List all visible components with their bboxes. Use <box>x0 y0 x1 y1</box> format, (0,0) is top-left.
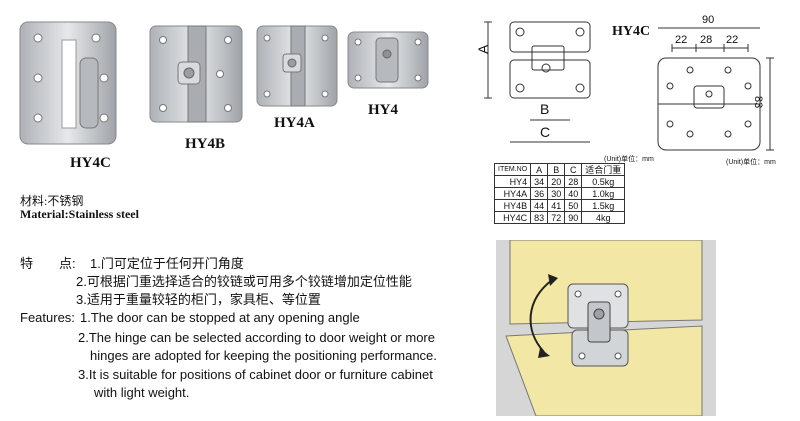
table-cell: 44 <box>530 199 549 212</box>
spec-table: ITEM.NO A B C 适合门重 HY4 34 20 28 0.5kg HY… <box>493 163 626 224</box>
table-cell: 4kg <box>581 211 626 224</box>
model-label-hy4a: HY4A <box>274 115 315 131</box>
feature-en-3b: with light weight. <box>94 385 190 400</box>
model-label-hy4c: HY4C <box>70 155 111 171</box>
feature-cn-3: 3.适用于重量较轻的柜门，家具柜、等位置 <box>76 292 321 307</box>
hinge-photo-hy4a <box>256 25 338 107</box>
features-cn-lead: 特 点: <box>20 256 76 271</box>
dim-seg-3: 22 <box>726 34 739 46</box>
table-cell: HY4A <box>493 187 532 200</box>
feature-en-2b: hinges are adopted for keeping the posit… <box>90 348 437 363</box>
table-header-row: ITEM.NO A B C 适合门重 <box>493 163 626 176</box>
table-cell: 1.5kg <box>581 199 626 212</box>
dim-seg-2: 28 <box>700 34 713 46</box>
table-cell: HY4B <box>493 199 532 212</box>
table-cell: 34 <box>530 175 549 188</box>
drawing-unit: (Unit)单位：mm <box>726 159 776 166</box>
table-row: HY4 34 20 28 0.5kg <box>493 175 626 188</box>
table-cell: HY4C <box>493 211 532 224</box>
table-cell: 90 <box>564 211 583 224</box>
dim-height: 83 <box>752 96 764 109</box>
table-unit: (Unit)单位：mm <box>604 156 654 163</box>
dim-label-b: B <box>540 101 550 117</box>
feature-en-2: 2.The hinge can be selected according to… <box>78 330 435 345</box>
feature-en-3: 3.It is suitable for positions of cabine… <box>78 367 433 382</box>
features-en-lead: Features: <box>20 310 75 325</box>
table-cell: 72 <box>547 211 566 224</box>
table-row: HY4C 83 72 90 4kg <box>493 211 626 224</box>
table-cell: 50 <box>564 199 583 212</box>
table-cell: 20 <box>547 175 566 188</box>
table-cell: 36 <box>530 187 549 200</box>
header-cell: C <box>564 163 583 176</box>
table-row: HY4A 36 30 40 1.0kg <box>493 187 626 200</box>
material-en: Material:Stainless steel <box>20 207 139 221</box>
feature-en-1: 1.The door can be stopped at any opening… <box>80 310 360 325</box>
table-row: HY4B 44 41 50 1.5kg <box>493 199 626 212</box>
table-cell: 83 <box>530 211 549 224</box>
table-cell: HY4 <box>493 175 532 188</box>
header-cell: B <box>547 163 566 176</box>
table-cell: 30 <box>547 187 566 200</box>
dim-label-a: A <box>475 44 491 54</box>
hinge-photo-hy4b <box>149 25 243 123</box>
dimension-drawing-abc <box>484 21 591 143</box>
dim-label-c: C <box>540 124 551 140</box>
model-label-hy4b: HY4B <box>185 136 226 152</box>
header-cell: ITEM.NO <box>493 163 532 176</box>
table-cell: 0.5kg <box>581 175 626 188</box>
model-label-hy4: HY4 <box>368 102 398 118</box>
header-cell: A <box>530 163 549 176</box>
hinge-photo-hy4c <box>19 21 117 145</box>
dim-seg-1: 22 <box>675 34 688 46</box>
hinge-photo-hy4 <box>347 31 429 89</box>
table-cell: 40 <box>564 187 583 200</box>
installation-illustration <box>496 240 716 416</box>
feature-cn-2: 2.可根据门重选择适合的铰链或可用多个铰链增加定位性能 <box>76 274 412 289</box>
dim-total: 90 <box>702 14 715 26</box>
drawing-title: HY4C <box>612 24 651 39</box>
table-cell: 41 <box>547 199 566 212</box>
dimension-drawing-hy4c <box>657 27 774 151</box>
header-cell: 适合门重 <box>581 163 626 176</box>
table-cell: 28 <box>564 175 583 188</box>
material-cn: 材料:不锈钢 <box>20 194 84 208</box>
table-cell: 1.0kg <box>581 187 626 200</box>
feature-cn-1: 1.门可定位于任何开门角度 <box>90 256 244 271</box>
